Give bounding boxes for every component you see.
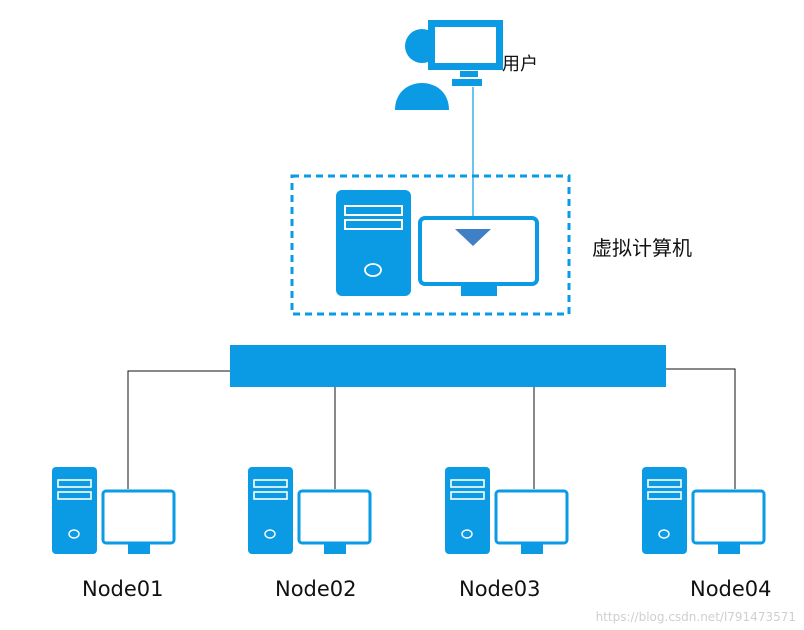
node04-label: Node04 [690, 577, 772, 601]
node04-computer-icon [642, 467, 766, 554]
watermark: https://blog.csdn.net/l791473571 [595, 610, 796, 624]
node03-label: Node03 [459, 577, 541, 601]
node01-label: Node01 [82, 577, 164, 601]
user-label: 用户 [502, 54, 538, 75]
virtual-machine-label: 虚拟计算机 [592, 236, 692, 260]
arrowhead-icon [455, 229, 491, 246]
node02-computer-icon [248, 467, 372, 554]
link-node01 [127, 370, 230, 489]
vm-monitor-icon [418, 216, 539, 296]
vm-server-tower-icon [336, 190, 411, 296]
node02-label: Node02 [275, 577, 357, 601]
network-switch-bar [230, 345, 666, 387]
vm-dashed-box [290, 174, 571, 316]
user-monitor-icon [428, 20, 503, 86]
link-node04 [666, 368, 736, 489]
node03-computer-icon [445, 467, 569, 554]
node01-computer-icon [52, 467, 176, 554]
